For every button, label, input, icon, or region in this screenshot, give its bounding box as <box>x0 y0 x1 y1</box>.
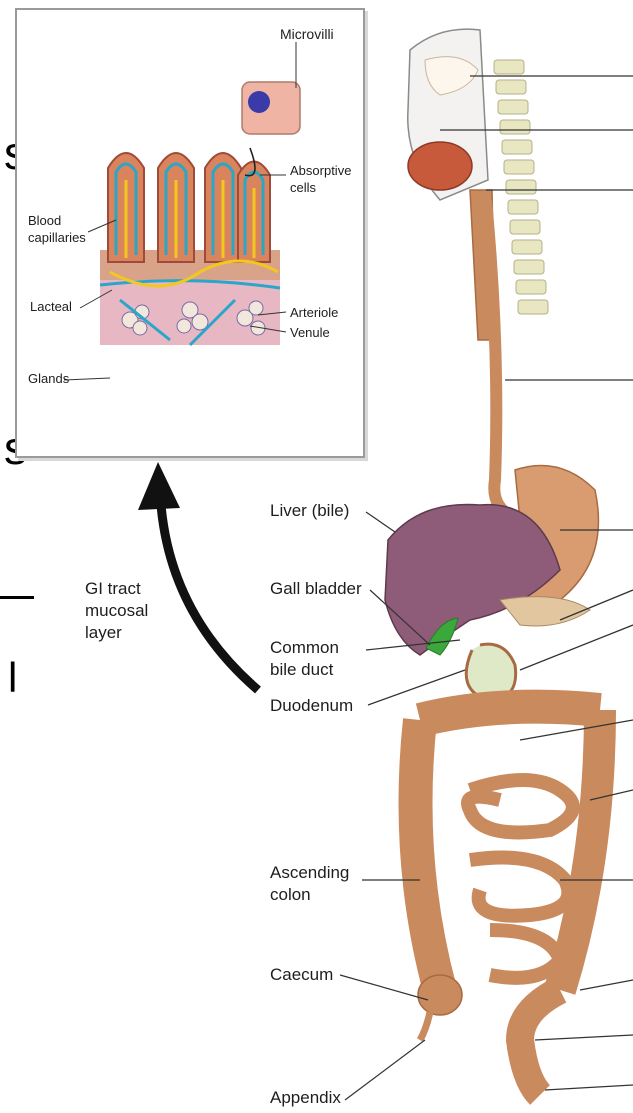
label-venule: Venule <box>290 324 330 341</box>
label-microvilli: Microvilli <box>280 26 334 43</box>
label-caecum: Caecum <box>270 964 333 986</box>
label-gi-tract-mucosal-layer: GI tract mucosal layer <box>85 578 148 644</box>
label-absorptive-cells: Absorptive cells <box>290 162 351 196</box>
anatomy-illustration <box>340 29 633 1100</box>
label-lacteal: Lacteal <box>30 298 72 315</box>
label-appendix: Appendix <box>270 1087 341 1109</box>
label-gall-bladder: Gall bladder <box>270 578 362 600</box>
label-ascending-colon: Ascending colon <box>270 862 349 906</box>
label-blood-capillaries: Blood capillaries <box>28 212 86 246</box>
liver-shape <box>385 504 560 655</box>
curved-arrow-icon <box>160 490 258 690</box>
label-arteriole: Arteriole <box>290 304 338 321</box>
label-glands: Glands <box>28 370 69 387</box>
label-common-bile-duct: Common bile duct <box>270 637 339 681</box>
label-duodenum: Duodenum <box>270 695 353 717</box>
villi-illustration <box>64 42 300 380</box>
label-liver: Liver (bile) <box>270 500 349 522</box>
